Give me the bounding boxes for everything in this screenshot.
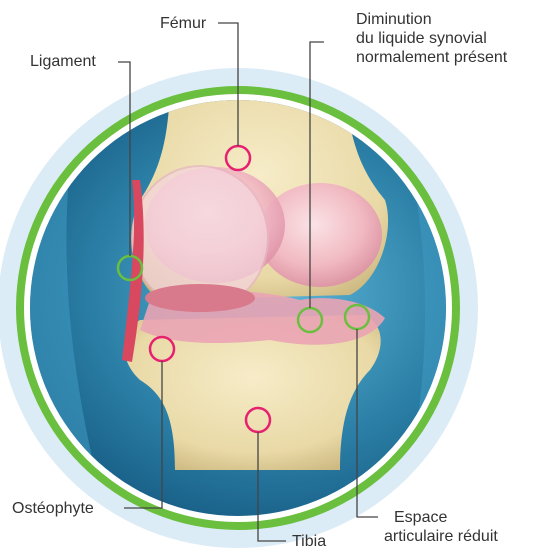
label-femur: Fémur <box>160 14 206 33</box>
label-synovial-line-2: du liquide synovial <box>328 29 507 48</box>
label-synovial-fluid: Diminution du liquide synovial normaleme… <box>328 10 507 67</box>
label-ligament: Ligament <box>30 52 96 71</box>
label-joint-space-line-2: articulaire réduit <box>384 527 498 546</box>
label-synovial-line-1: Diminution <box>328 10 507 29</box>
label-osteophyte: Ostéophyte <box>12 499 94 518</box>
label-joint-space: Espace articulaire réduit <box>384 508 498 546</box>
meniscus <box>145 284 255 312</box>
label-joint-space-line-1: Espace <box>384 508 498 527</box>
label-synovial-line-3: normalement présent <box>328 48 507 67</box>
label-tibia: Tibia <box>292 532 326 551</box>
